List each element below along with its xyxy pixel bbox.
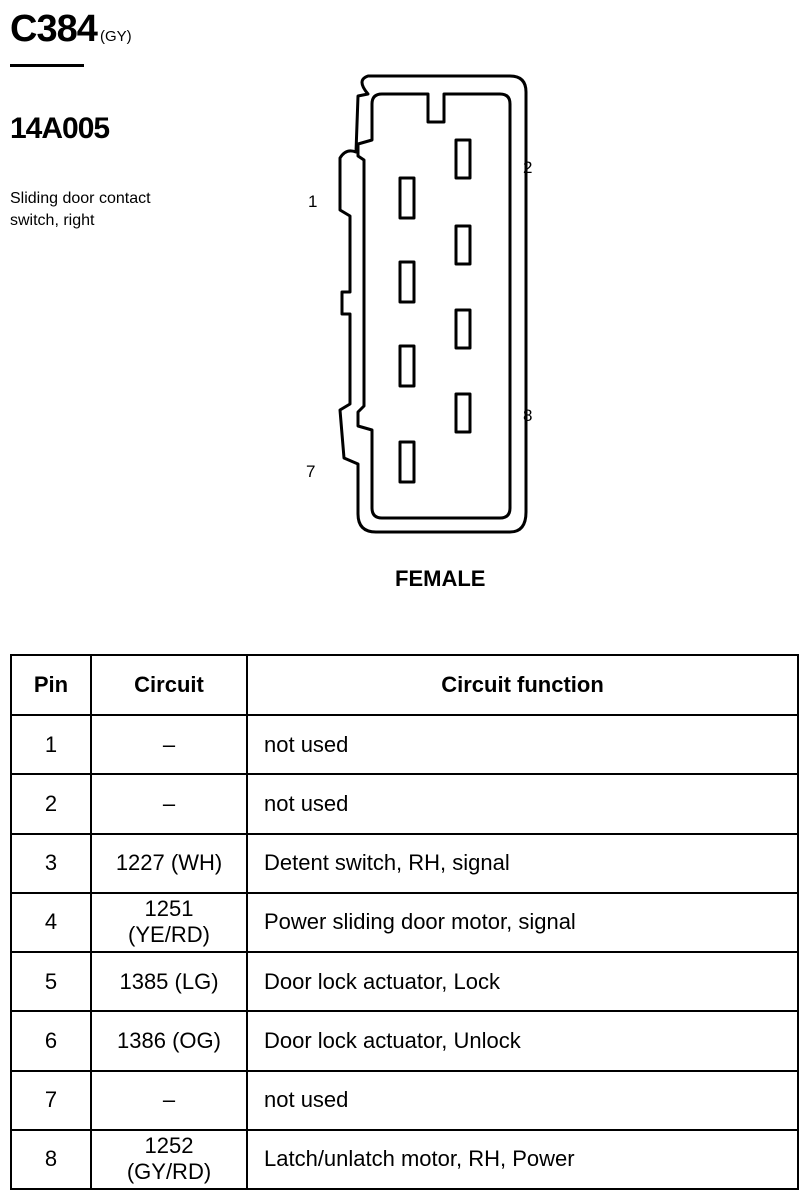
cell-pin: 5 [10,950,92,1013]
cell-function: Latch/unlatch motor, RH, Power [246,1128,799,1191]
cell-function: Door lock actuator, Unlock [246,1010,799,1072]
connector-gender-label: FEMALE [395,566,486,591]
cell-circuit: 1385 (LG) [90,950,248,1013]
pinout-table: Pin Circuit Circuit function 1 – not use… [10,654,799,1191]
table-row: 3 1227 (WH) Detent switch, RH, signal [10,832,799,894]
connector-id: C384 [10,8,98,50]
cell-function: Detent switch, RH, signal [246,832,799,894]
pin-cavity-1 [398,176,416,220]
pin-cavity-3 [398,260,416,304]
connector-inner-outline [356,92,512,520]
pin-cavity-7 [398,440,416,484]
cell-function: not used [246,713,799,776]
pin-label-2: 2 [523,158,533,177]
table-row: 4 1251 (YE/RD) Power sliding door motor,… [10,891,799,954]
cell-circuit: – [90,713,248,776]
connector-outer-housing [338,74,528,534]
connector-face-diagram [338,74,528,534]
cell-function: not used [246,1069,799,1131]
cell-pin: 4 [10,891,92,954]
cell-pin: 7 [10,1069,92,1131]
header-circuit: Circuit [90,654,248,716]
table-header-row: Pin Circuit Circuit function [10,654,799,716]
cell-circuit: 1251 (YE/RD) [90,891,248,954]
pin-cavity-8 [454,392,472,434]
table-row: 7 – not used [10,1069,799,1131]
pin-label-1: 1 [308,192,318,211]
pin-label-7: 7 [306,462,316,481]
connector-description: Sliding door contact switch, right [10,190,151,229]
cell-circuit: – [90,1069,248,1131]
pin-cavity-2 [454,138,472,180]
cell-pin: 8 [10,1128,92,1191]
cell-pin: 1 [10,713,92,776]
cell-circuit: 1227 (WH) [90,832,248,894]
part-number: 14A005 [10,112,110,145]
cell-pin: 3 [10,832,92,894]
header-circuit-function: Circuit function [246,654,799,716]
cell-pin: 2 [10,773,92,835]
cell-circuit: 1252 (GY/RD) [90,1128,248,1191]
table-row: 2 – not used [10,773,799,835]
pin-cavity-4 [454,224,472,266]
cell-function: not used [246,773,799,835]
pin-cavity-6 [454,308,472,350]
table-row: 6 1386 (OG) Door lock actuator, Unlock [10,1010,799,1072]
cell-pin: 6 [10,1010,92,1072]
table-row: 5 1385 (LG) Door lock actuator, Lock [10,950,799,1013]
title-underline [10,64,84,67]
table-row: 1 – not used [10,713,799,776]
cell-circuit: – [90,773,248,835]
pin-cavity-5 [398,344,416,388]
header-pin: Pin [10,654,92,716]
table-row: 8 1252 (GY/RD) Latch/unlatch motor, RH, … [10,1128,799,1191]
connector-color: (GY) [100,28,132,45]
cell-function: Door lock actuator, Lock [246,950,799,1013]
pin-label-8: 8 [523,406,533,425]
cell-function: Power sliding door motor, signal [246,891,799,954]
cell-circuit: 1386 (OG) [90,1010,248,1072]
